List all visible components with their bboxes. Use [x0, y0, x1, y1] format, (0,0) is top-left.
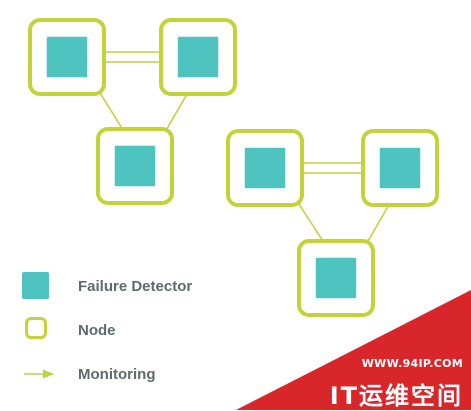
- node-2-top-left: [226, 129, 304, 207]
- node-2-top-right: [361, 129, 439, 207]
- failure-detector-icon: [20, 272, 49, 300]
- nodes: [28, 18, 439, 317]
- failure-detector: [113, 144, 157, 188]
- node-icon: [20, 316, 48, 344]
- failure-detector: [378, 146, 422, 190]
- watermark-text: IT运维空间: [329, 382, 463, 410]
- legend-failure-detector: Failure Detector: [20, 272, 192, 300]
- legend-monitoring-label: Monitoring: [78, 365, 156, 383]
- failure-detector: [45, 35, 89, 79]
- failure-detector: [176, 35, 220, 79]
- failure-detector: [314, 256, 358, 300]
- legend-node: Node: [20, 316, 116, 344]
- monitoring-arrow-icon: [20, 360, 48, 388]
- legend-monitoring: Monitoring: [20, 360, 155, 388]
- legend-failure-detector-label: Failure Detector: [78, 277, 193, 295]
- node-1-bottom: [96, 127, 174, 205]
- node-1-top-left: [28, 18, 106, 96]
- watermark-url: WWW.94IP.COM: [361, 357, 463, 370]
- node-2-bottom: [297, 239, 375, 317]
- failure-detector: [243, 146, 287, 190]
- node-1-top-right: [159, 18, 237, 96]
- legend-node-label: Node: [78, 321, 116, 339]
- watermark-banner: [236, 290, 471, 410]
